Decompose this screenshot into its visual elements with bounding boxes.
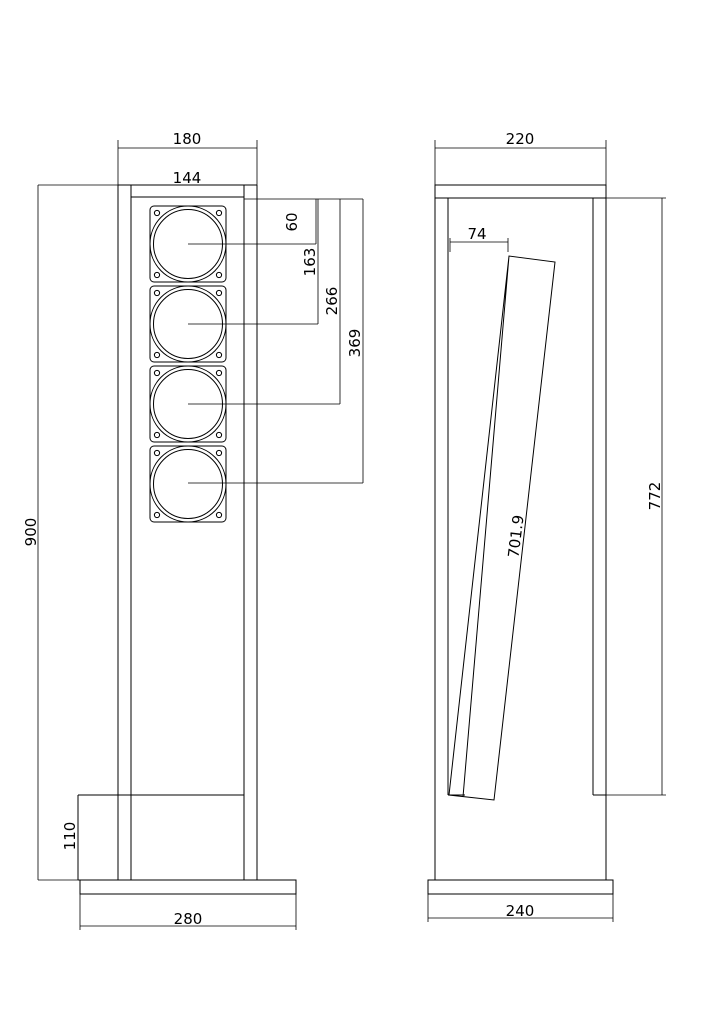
driver-cone-inner: [153, 449, 223, 519]
side-right-wall: [592, 198, 607, 880]
dim-driver-3: 266: [323, 287, 341, 316]
front-right-side: [243, 185, 258, 881]
front-view: 180 144 60 163 266 369 900 110 280: [22, 130, 364, 930]
side-slanted-panel: [448, 255, 556, 801]
driver-screw-hole: [153, 369, 161, 377]
driver-screw-hole: [153, 449, 161, 457]
side-top: [434, 184, 607, 199]
driver-screw-hole: [153, 511, 161, 519]
front-left-side: [117, 185, 132, 881]
dim-plinth-height: 110: [61, 822, 79, 851]
dim-panel-length: 701.9: [504, 514, 527, 559]
dim-height: 900: [22, 518, 40, 547]
dim-depth: 220: [506, 130, 535, 148]
dim-line-base-depth: [427, 894, 614, 922]
dim-line-depth: [434, 140, 607, 185]
driver-screw-hole: [215, 209, 223, 217]
dim-line-height: [37, 184, 118, 881]
driver-screw-hole: [215, 431, 223, 439]
front-base-plate: [79, 879, 297, 895]
dim-driver-1: 60: [283, 212, 301, 231]
dim-panel-offset: 74: [467, 225, 486, 243]
side-view: 220 74 701.9 772 240: [427, 130, 666, 922]
driver-screw-hole: [153, 431, 161, 439]
dim-line-inner-height: [606, 197, 666, 796]
driver-screw-hole: [215, 271, 223, 279]
dim-base-depth: 240: [506, 902, 535, 920]
front-plinth: [77, 794, 244, 881]
driver-screw-hole: [153, 209, 161, 217]
dim-line-outer-width: [117, 140, 258, 185]
driver-cone-outer: [149, 445, 227, 523]
driver-screw-hole: [153, 289, 161, 297]
dim-base-width: 280: [174, 910, 203, 928]
dim-line-panel-offset: [449, 238, 509, 252]
dim-inner-height: 772: [646, 482, 664, 511]
front-top: [118, 184, 257, 198]
driver-screw-hole: [153, 271, 161, 279]
dim-lines-drivers: [188, 198, 364, 484]
driver-screw-hole: [215, 449, 223, 457]
dim-inner-width: 144: [173, 169, 202, 187]
dim-driver-2: 163: [301, 248, 319, 277]
driver-screw-hole: [215, 289, 223, 297]
driver-group: [149, 205, 227, 523]
dim-line-base-width: [79, 894, 297, 930]
side-base-plate: [427, 879, 614, 895]
driver-screw-hole: [153, 351, 161, 359]
driver-screw-hole: [215, 351, 223, 359]
dim-outer-width: 180: [173, 130, 202, 148]
side-left-wall: [434, 198, 465, 880]
driver-screw-hole: [215, 511, 223, 519]
dim-driver-4: 369: [346, 329, 364, 358]
driver-screw-hole: [215, 369, 223, 377]
